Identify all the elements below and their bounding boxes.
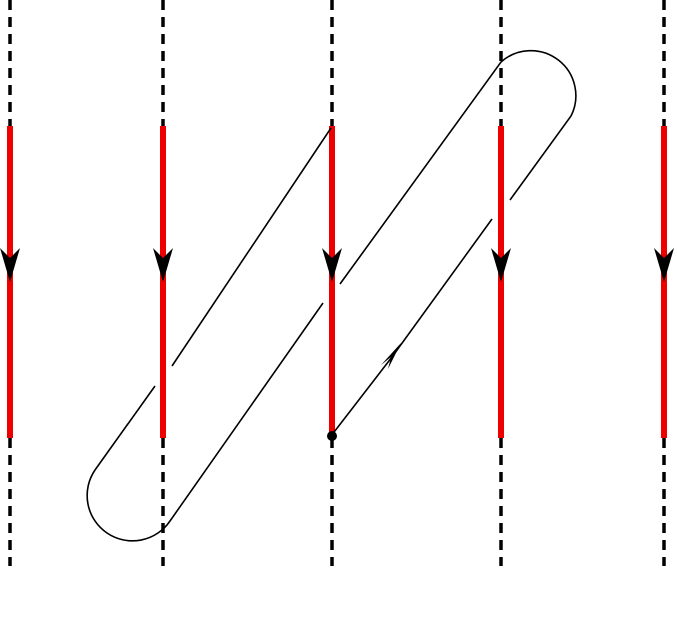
vertical-line-3 <box>322 0 342 566</box>
down-arrow-icon <box>491 248 511 282</box>
down-arrow-icon <box>0 248 20 282</box>
start-dot <box>327 431 337 441</box>
down-arrow-icon <box>153 248 173 282</box>
vertical-line-1 <box>0 0 20 566</box>
loop-arrowhead <box>381 343 401 369</box>
winding-loop <box>86 49 577 542</box>
loop-segment-c <box>86 302 324 542</box>
down-arrow-icon <box>654 248 674 282</box>
loop-segment-d <box>171 127 332 367</box>
vertical-line-4 <box>491 0 511 566</box>
vertical-line-2 <box>153 0 173 566</box>
vertical-line-5 <box>654 0 674 566</box>
loop-segment-a <box>330 218 493 437</box>
down-arrow-icon <box>322 248 342 282</box>
vertical-lines <box>0 0 674 566</box>
loop-segment-b <box>339 49 577 285</box>
